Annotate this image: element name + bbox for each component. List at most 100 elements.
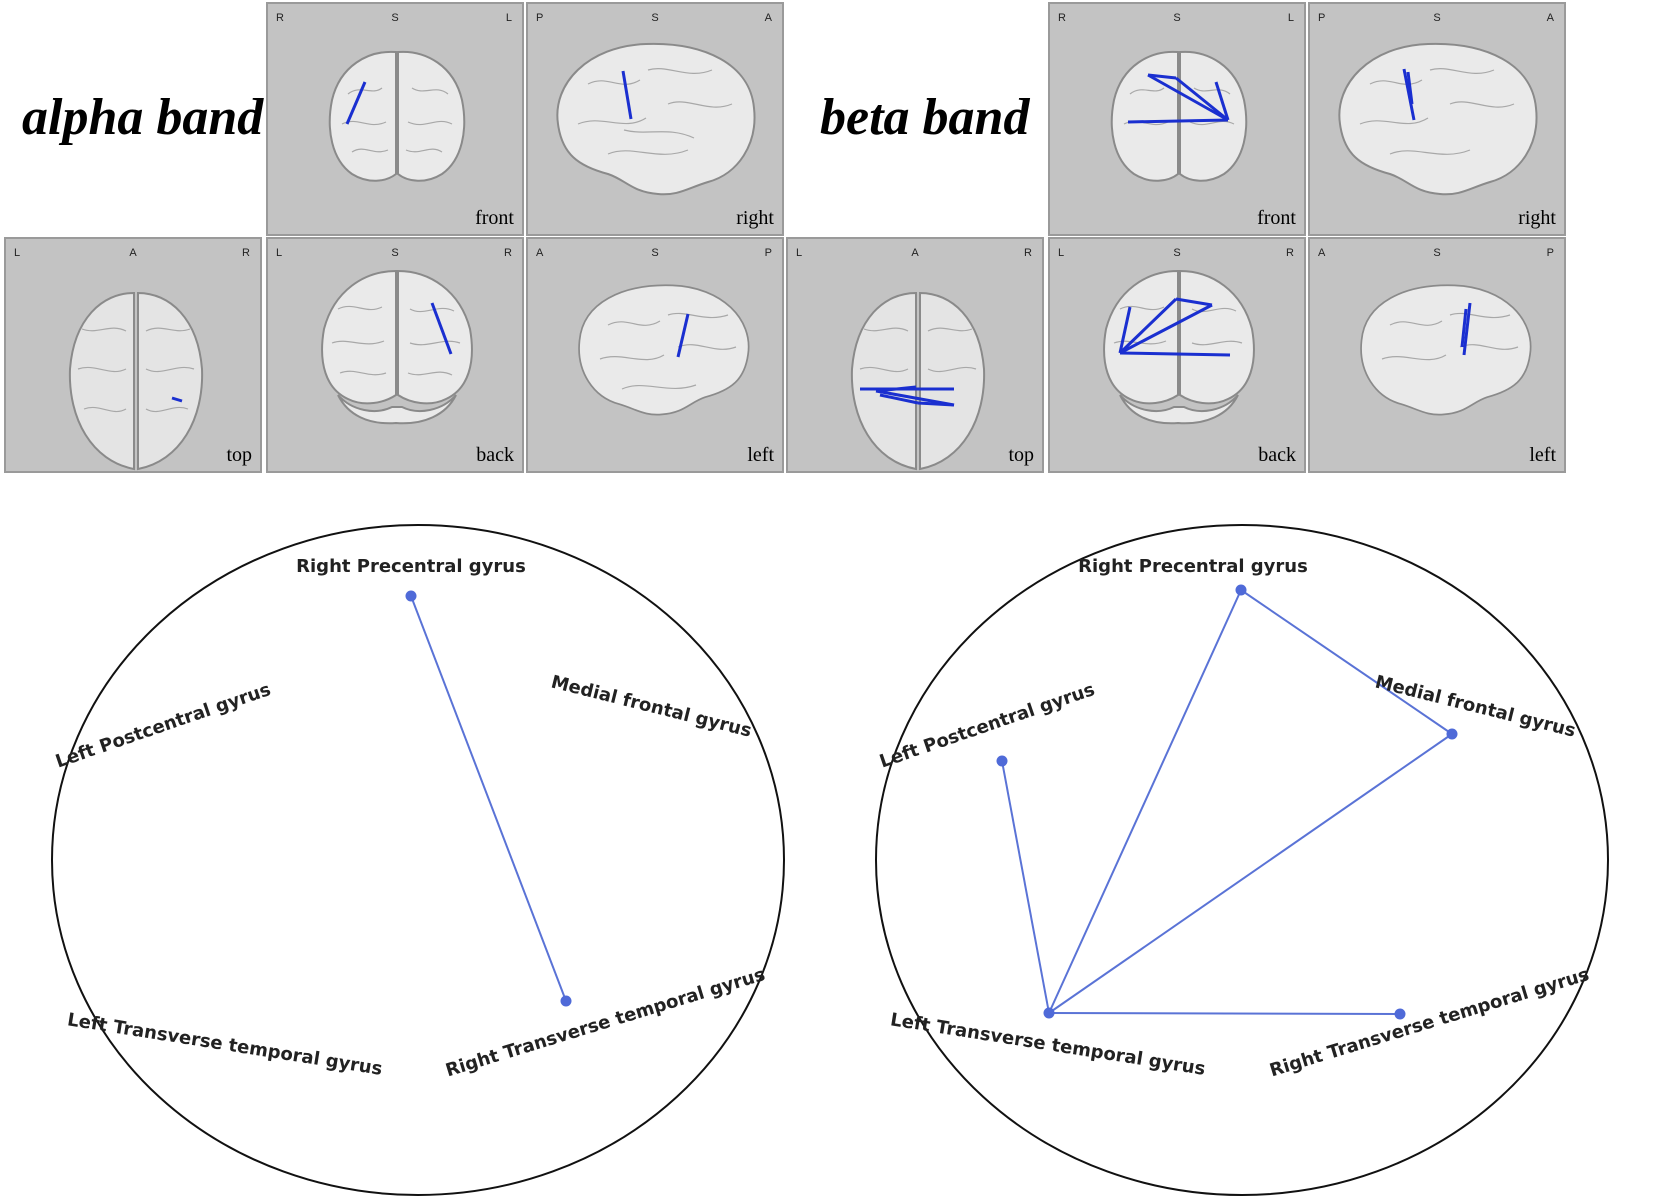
alpha-back-brain: [321, 269, 473, 425]
beta-circle-boundary: [875, 524, 1609, 1196]
orient-right: R: [1024, 247, 1032, 259]
connection-edges: [1118, 297, 1231, 357]
view-label: back: [476, 444, 514, 466]
beta-region-label: Right Precentral gyrus: [1078, 556, 1308, 577]
view-label: back: [1258, 444, 1296, 466]
view-label: right: [736, 207, 774, 229]
orient-right: A: [764, 12, 772, 24]
beta-top-brain: [850, 291, 986, 471]
alpha-left-brain: [578, 284, 750, 416]
beta-edge: [1048, 733, 1453, 1014]
beta-back-view-panel: L S R back: [1048, 237, 1306, 473]
beta-left-view-panel: A S P left: [1308, 237, 1566, 473]
connection-edges: [860, 385, 955, 407]
brain-outline: [328, 50, 466, 182]
beta-region-label: Right Transverse temporal gyrus: [1267, 964, 1591, 1081]
beta-node: [1235, 584, 1247, 596]
orient-middle: A: [129, 247, 137, 259]
connection-edge: [171, 396, 183, 403]
view-label: left: [1529, 444, 1556, 466]
view-label: top: [226, 444, 252, 466]
orient-left: R: [276, 12, 284, 24]
orient-middle: S: [391, 247, 399, 259]
orient-right: R: [504, 247, 512, 259]
alpha-band-title: alpha band: [22, 89, 264, 146]
view-label: top: [1008, 444, 1034, 466]
alpha-right-brain: [556, 42, 756, 196]
connection-edge: [676, 313, 690, 358]
beta-edge: [1001, 760, 1050, 1014]
connection-edges: [1127, 73, 1230, 124]
view-label: front: [1257, 207, 1296, 229]
alpha-region-label: Left Postcentral gyrus: [53, 679, 274, 772]
orient-left: P: [536, 12, 544, 24]
connection-edges: [1402, 68, 1416, 121]
orient-middle: S: [391, 12, 399, 24]
orient-right: P: [764, 247, 772, 259]
orient-right: A: [1546, 12, 1554, 24]
orient-middle: S: [1433, 12, 1441, 24]
alpha-region-label: Right Precentral gyrus: [296, 556, 526, 577]
beta-region-label: Medial frontal gyrus: [1373, 672, 1578, 742]
orient-left: L: [276, 247, 283, 259]
connection-edge: [345, 81, 367, 125]
beta-edge: [1048, 589, 1242, 1014]
beta-right-brain: [1338, 42, 1538, 196]
beta-region-label: Left Postcentral gyrus: [877, 679, 1098, 772]
alpha-front-brain: [328, 50, 466, 182]
orient-left: L: [1058, 247, 1065, 259]
alpha-front-view-panel: R S L front: [266, 2, 524, 236]
alpha-back-view-panel: L S R back: [266, 237, 524, 473]
brain-outline: [850, 291, 986, 471]
alpha-top-brain: [68, 291, 204, 471]
orient-left: A: [1318, 247, 1326, 259]
beta-node: [1394, 1008, 1406, 1020]
view-label: front: [475, 207, 514, 229]
alpha-edge: [410, 595, 567, 1002]
beta-edge: [1048, 1012, 1401, 1015]
orient-left: R: [1058, 12, 1066, 24]
alpha-left-view-panel: A S P left: [526, 237, 784, 473]
beta-node: [996, 755, 1008, 767]
alpha-top-view-panel: L A R top: [4, 237, 262, 473]
orient-left: P: [1318, 12, 1326, 24]
view-label: left: [747, 444, 774, 466]
orient-middle: S: [1173, 12, 1181, 24]
alpha-node: [560, 995, 572, 1007]
beta-top-view-panel: L A R top: [786, 237, 1044, 473]
beta-band-title: beta band: [820, 89, 1030, 146]
orient-left: L: [14, 247, 21, 259]
alpha-region-label: Medial frontal gyrus: [549, 672, 754, 742]
orient-left: A: [536, 247, 544, 259]
brain-outline: [321, 269, 473, 425]
beta-edge: [1240, 589, 1453, 735]
orient-middle: A: [911, 247, 919, 259]
orient-right: R: [1286, 247, 1294, 259]
orient-right: L: [1287, 12, 1294, 24]
orient-middle: S: [651, 247, 659, 259]
beta-back-brain: [1103, 269, 1255, 425]
beta-left-brain: [1360, 284, 1532, 416]
alpha-region-label: Right Transverse temporal gyrus: [443, 964, 767, 1081]
alpha-circle-boundary: [51, 524, 785, 1196]
beta-node: [1446, 728, 1458, 740]
orient-middle: S: [651, 12, 659, 24]
beta-node: [1043, 1007, 1055, 1019]
beta-right-view-panel: P S A right: [1308, 2, 1566, 236]
beta-front-brain: [1110, 50, 1248, 182]
connection-edge: [430, 302, 453, 355]
orient-middle: S: [1433, 247, 1441, 259]
alpha-node: [405, 590, 417, 602]
orient-left: L: [796, 247, 803, 259]
alpha-right-view-panel: P S A right: [526, 2, 784, 236]
orient-right: L: [505, 12, 512, 24]
orient-middle: S: [1173, 247, 1181, 259]
connection-edge: [621, 70, 633, 120]
beta-front-view-panel: R S L front: [1048, 2, 1306, 236]
brain-outline: [68, 291, 204, 471]
connection-edges: [1460, 302, 1472, 356]
orient-right: P: [1546, 247, 1554, 259]
